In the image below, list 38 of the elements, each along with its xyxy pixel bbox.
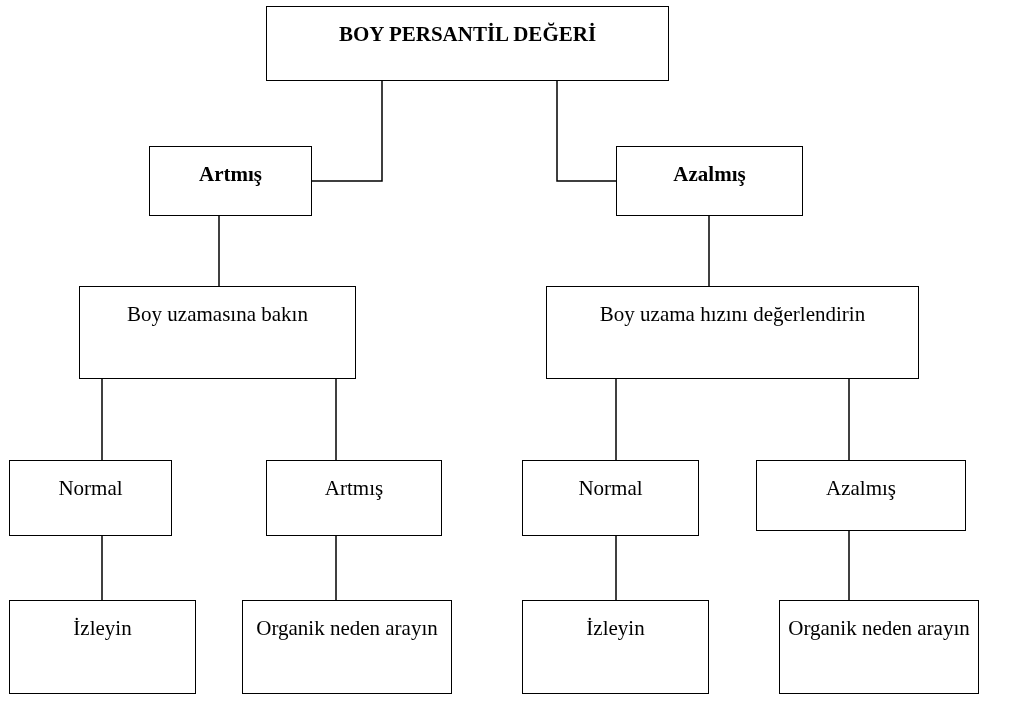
process-box [522, 600, 709, 694]
connector-line [615, 535, 617, 601]
process-box [242, 600, 452, 694]
connector-line [848, 378, 850, 461]
process-box [546, 286, 919, 379]
box-label: Azalmış [826, 475, 896, 502]
connector-line [101, 535, 103, 601]
process-box [9, 600, 196, 694]
box-label: Artmış [199, 161, 262, 188]
connector-line [556, 80, 617, 182]
process-box [779, 600, 979, 694]
box-label: Azalmış [673, 161, 746, 188]
box-label: Normal [578, 475, 643, 502]
box-label: İzleyin [73, 615, 132, 642]
process-box [522, 460, 699, 536]
box-label: Artmış [324, 475, 384, 502]
process-box [9, 460, 172, 536]
box-label: BOY PERSANTİL DEĞERİ [338, 21, 597, 48]
process-box [616, 146, 803, 216]
box-label: Organik neden arayın [788, 615, 970, 642]
connector-line [615, 378, 617, 461]
box-label: Organik neden arayın [256, 615, 438, 642]
box-label: Boy uzamasına bakın [127, 301, 308, 328]
connector-line [848, 530, 850, 601]
connector-line [335, 535, 337, 601]
process-box [149, 146, 312, 216]
box-label: Boy uzama hızını değerlendirin [599, 301, 866, 328]
box-label: Normal [58, 475, 123, 502]
connector-line [335, 378, 337, 461]
process-box [756, 460, 966, 531]
process-box [79, 286, 356, 379]
connector-line [708, 215, 710, 287]
connector-line [311, 80, 383, 182]
process-box [266, 6, 669, 81]
process-box [266, 460, 442, 536]
box-label: İzleyin [586, 615, 645, 642]
connector-line [218, 215, 220, 287]
connector-line [101, 378, 103, 461]
